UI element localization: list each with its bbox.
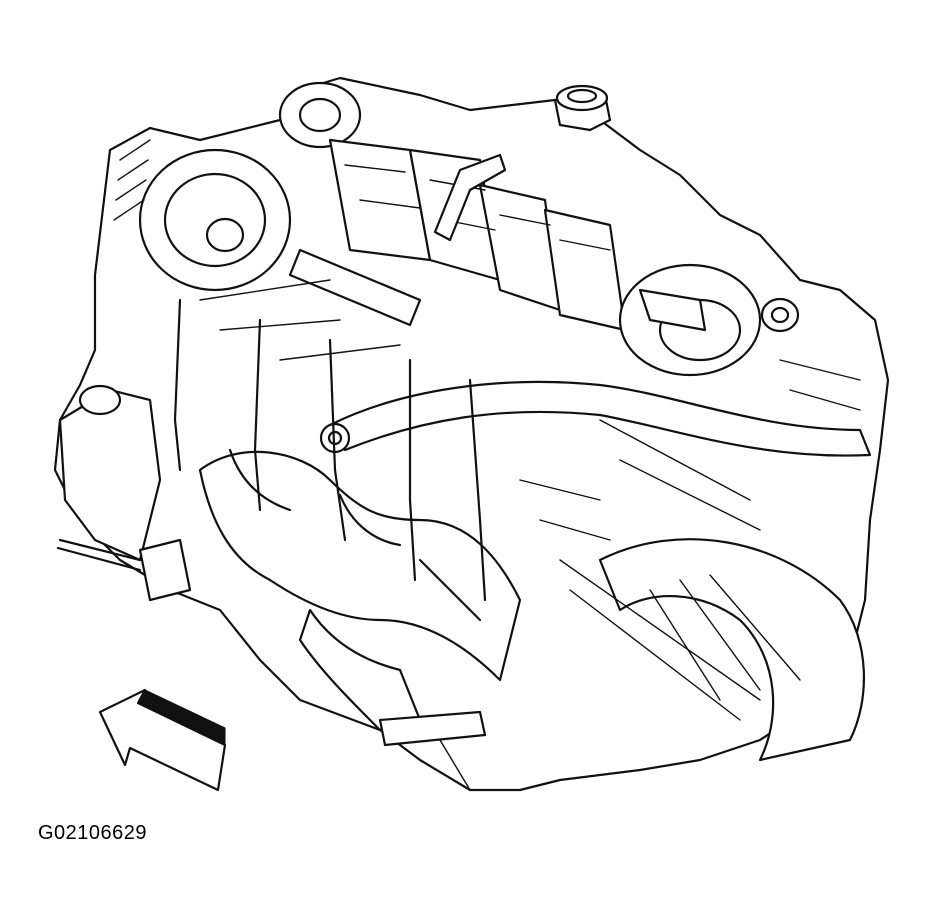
pulley — [278, 81, 362, 149]
lower-bracket — [378, 710, 487, 791]
coolant-reservoir — [58, 384, 162, 562]
bell-housing — [559, 538, 866, 762]
upper-hose — [288, 153, 507, 327]
figure-caption: G02106629 — [38, 822, 148, 844]
oil-filler-cap — [553, 84, 612, 132]
sensor-connector — [56, 538, 192, 602]
detail-lines — [199, 279, 861, 541]
direction-arrow — [98, 688, 227, 792]
throttle-body — [618, 263, 800, 377]
alternator — [113, 139, 292, 292]
spark-plug-wires — [173, 298, 487, 602]
fuel-rail-hose — [319, 380, 872, 457]
